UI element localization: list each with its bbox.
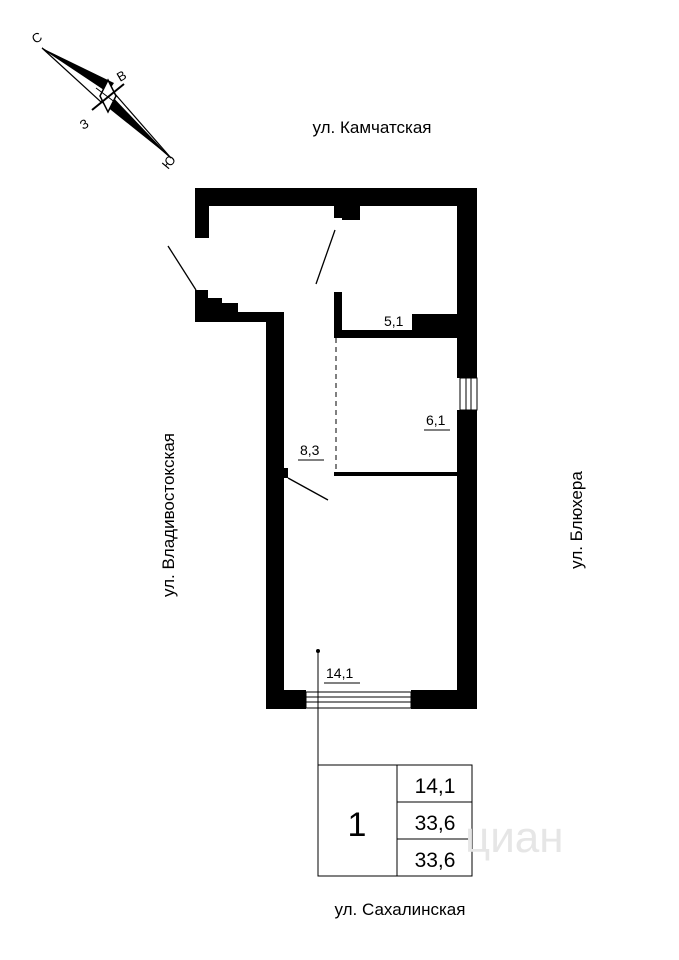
compass-west-label: З	[77, 116, 91, 133]
room-area-kitchen: 6,1	[426, 412, 446, 428]
street-top: ул. Камчатская	[312, 118, 431, 137]
living-area-value: 14,1	[415, 775, 456, 798]
room-area-living: 14,1	[326, 665, 353, 681]
room-area-hall: 8,3	[300, 442, 320, 458]
street-bottom: ул. Сахалинская	[335, 900, 466, 919]
compass-north-label: С	[29, 29, 45, 47]
living-door	[287, 477, 329, 501]
total-area-value-2: 33,6	[415, 849, 456, 872]
rooms-count: 1	[348, 806, 367, 844]
compass-south-label: Ю	[159, 152, 179, 172]
bathroom-door	[315, 229, 336, 285]
window-kitchen	[459, 377, 478, 411]
summary-table	[317, 764, 473, 877]
compass-rose-icon	[41, 47, 172, 159]
window-living	[305, 691, 412, 709]
room-area-bathroom: 5,1	[384, 313, 404, 329]
street-left: ул. Владивостокская	[159, 433, 178, 597]
entrance-door	[167, 245, 197, 291]
compass-east-label: В	[114, 67, 129, 84]
watermark: циан	[465, 813, 564, 862]
total-area-value: 33,6	[415, 812, 456, 835]
street-right: ул. Блюхера	[567, 471, 586, 569]
walls	[195, 188, 477, 709]
